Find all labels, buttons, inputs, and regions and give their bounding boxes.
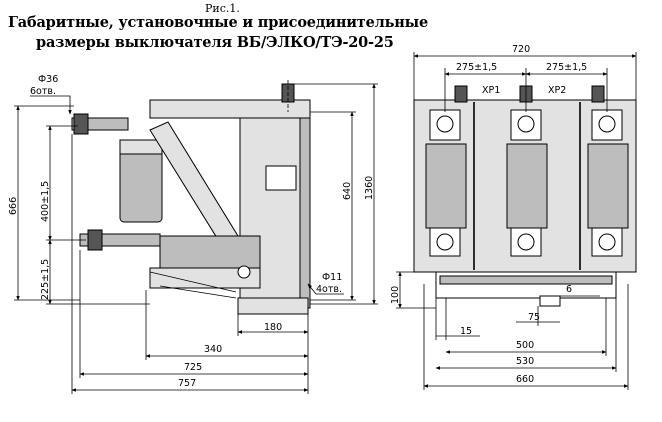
dim-666: 666 — [8, 197, 19, 215]
dim-75: 75 — [528, 312, 540, 323]
pole-3-upper-terminal — [598, 115, 616, 133]
side-top-frame — [149, 99, 311, 119]
pole-2-body — [506, 143, 548, 229]
dim-660: 660 — [516, 374, 534, 385]
dim-275-right: 275±1,5 — [546, 62, 587, 73]
side-mounting-foot — [237, 297, 309, 315]
side-pivot-wheel — [237, 265, 251, 279]
front-view: 720 275±1,5 275±1,5 ХР1 ХР2 100 6 75 15 … — [390, 44, 637, 390]
side-pole-cap — [119, 139, 163, 155]
pole-2-lower-terminal — [517, 233, 535, 251]
side-view: 666 400±1,5 225±1,5 Ф36 6отв. 640 1360 Ф… — [8, 74, 378, 394]
pole-1-lower-terminal — [436, 233, 454, 251]
figure-label: Рис.1. — [205, 2, 240, 15]
dim-225: 225±1,5 — [40, 259, 51, 300]
side-drive-link — [149, 121, 239, 247]
dim-275-left: 275±1,5 — [456, 62, 497, 73]
dim-1360: 1360 — [364, 176, 375, 200]
dim-720: 720 — [512, 44, 530, 55]
dim-phi11-note: 4отв. — [316, 284, 342, 295]
side-base-frame — [149, 267, 261, 289]
side-mechanism-block — [159, 235, 261, 271]
front-base-bracket — [539, 295, 561, 307]
dim-500: 500 — [516, 340, 534, 351]
side-lever — [149, 271, 237, 299]
dim-phi36-note: 6отв. — [30, 86, 56, 97]
dim-400: 400±1,5 — [40, 181, 51, 222]
dim-725: 725 — [184, 362, 202, 373]
label-xp2: ХР2 — [548, 85, 566, 96]
pole-2-upper-terminal — [517, 115, 535, 133]
drawing-title-line-1: Габаритные, установочные и присоединител… — [8, 14, 429, 31]
pole-1-body — [425, 143, 467, 229]
side-upper-terminal-nut — [73, 113, 89, 135]
dim-15: 15 — [460, 326, 472, 337]
front-pole-3 — [587, 85, 629, 257]
front-base-rail — [439, 275, 613, 285]
dim-640: 640 — [342, 182, 353, 200]
front-pole-2 — [506, 85, 548, 257]
dim-100: 100 — [390, 286, 401, 304]
label-xp1: ХР1 — [482, 85, 500, 96]
side-housing-edge — [299, 111, 311, 309]
pole-1-lower-clamp — [429, 227, 461, 257]
drawing-title-line-2: размеры выключателя ВБ/ЭЛКО/ТЭ-20-25 — [36, 34, 394, 51]
dim-phi11: Ф11 — [322, 272, 342, 283]
pole-1-upper-terminal — [436, 115, 454, 133]
pole-3-top-bushing — [591, 85, 605, 103]
pole-3-lower-terminal — [598, 233, 616, 251]
dim-530: 530 — [516, 356, 534, 367]
side-window — [265, 165, 297, 191]
dim-6: 6 — [566, 284, 572, 295]
side-lower-terminal-nut — [87, 229, 103, 251]
dim-340: 340 — [204, 344, 222, 355]
front-pole-1 — [425, 85, 468, 257]
dim-phi36: Ф36 — [38, 74, 58, 85]
dim-180: 180 — [264, 322, 282, 333]
dim-757: 757 — [178, 378, 196, 389]
pole-1-top-bushing — [454, 85, 468, 103]
pole-3-body — [587, 143, 629, 229]
